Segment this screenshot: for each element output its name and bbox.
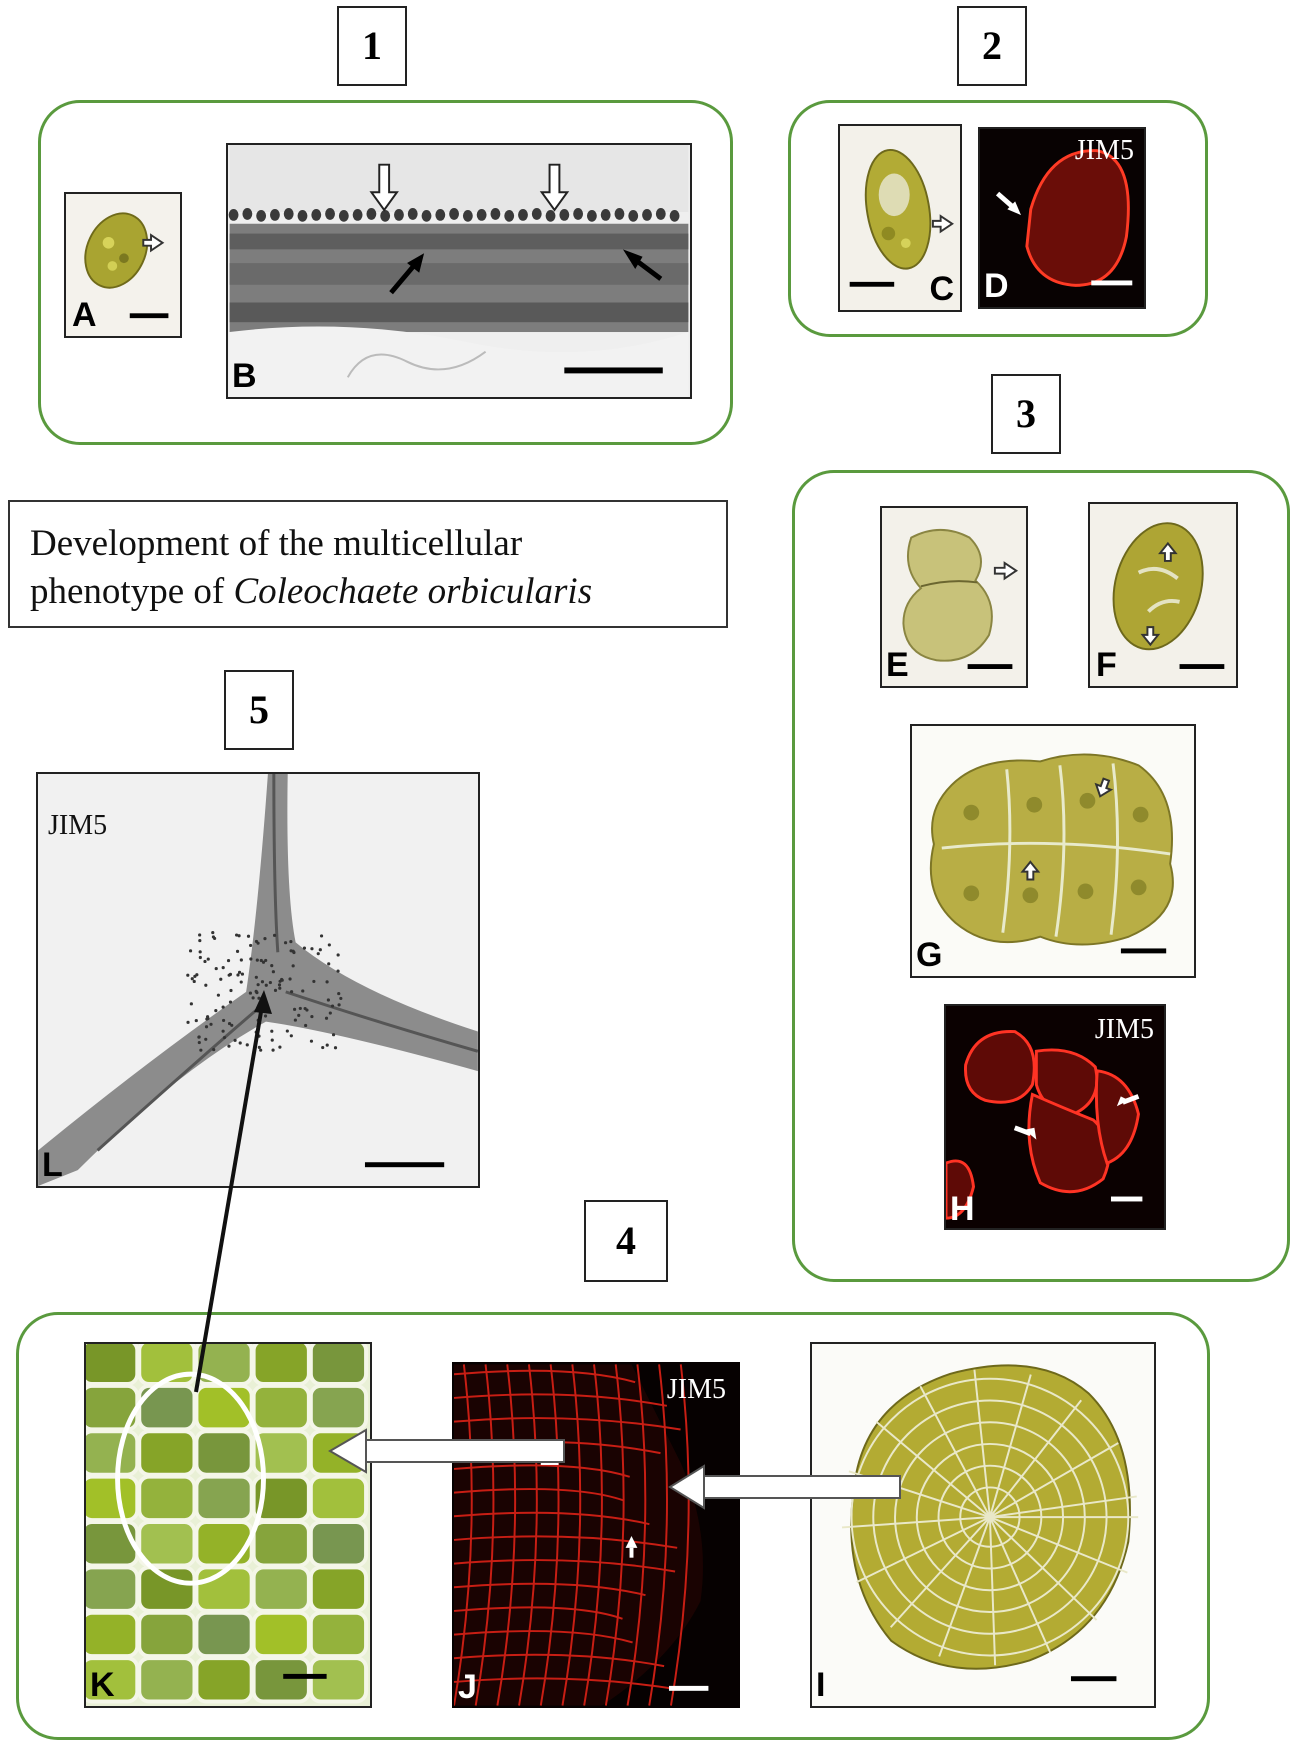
panel-f-four-cells: F [1088, 502, 1238, 688]
stage-label-2: 2 [957, 6, 1027, 86]
stage-2-group [788, 100, 1208, 337]
panel-c-cell: C [838, 124, 962, 312]
panel-i-disc-thallus: I [810, 1342, 1156, 1708]
arrow-j-to-k [328, 1428, 565, 1474]
panel-g-label: G [916, 936, 943, 974]
panel-a-single-cell: A [64, 192, 182, 338]
panel-h-stain: JIM5 [1094, 1014, 1154, 1045]
figure-title-line-2: phenotype of Coleochaete orbicularis [30, 568, 706, 616]
panel-l-label: L [42, 1146, 63, 1184]
panel-d-label: D [984, 267, 1009, 305]
panel-j-jim5-disc: JIM5 J [452, 1362, 740, 1708]
panel-e-label: E [886, 646, 909, 684]
panel-h-label: H [950, 1190, 975, 1228]
stage-1-group [38, 100, 733, 445]
panel-d-stain: JIM5 [1074, 135, 1134, 166]
panel-a-label: A [72, 296, 97, 334]
panel-b-tem-wall: B [226, 143, 692, 399]
panel-k-cell-files: K [84, 1342, 372, 1708]
panel-h-jim5-cells: JIM5 H [944, 1004, 1166, 1230]
figure-title-prefix: phenotype of [30, 571, 234, 613]
stage-label-4: 4 [584, 1200, 668, 1282]
panel-i-label: I [816, 1666, 826, 1704]
stage-label-3: 3 [991, 374, 1061, 454]
panel-j-stain: JIM5 [666, 1374, 726, 1405]
panel-e-two-cells: E [880, 506, 1028, 688]
panel-k-label: K [90, 1666, 115, 1704]
arrow-k-to-l [194, 990, 272, 1393]
stage-3-group [792, 470, 1290, 1282]
panel-c-label: C [929, 270, 954, 308]
panel-j-label: J [458, 1668, 477, 1706]
stage-label-5: 5 [224, 670, 294, 750]
stage-4-group [16, 1312, 1210, 1740]
figure-title: Development of the multicellular phenoty… [8, 500, 728, 628]
panel-l-stain: JIM5 [48, 810, 108, 841]
species-name: Coleochaete orbicularis [233, 571, 593, 613]
arrow-i-to-j [668, 1464, 901, 1510]
panel-l-tem-junction: JIM5 L [36, 772, 480, 1188]
panel-f-label: F [1096, 646, 1117, 684]
panel-g-multicellular: G [910, 724, 1196, 978]
panel-d-jim5-cell: JIM5 D [978, 127, 1146, 309]
stage-label-1: 1 [337, 6, 407, 86]
panel-b-label: B [232, 357, 257, 395]
figure-title-line-1: Development of the multicellular [30, 523, 523, 564]
